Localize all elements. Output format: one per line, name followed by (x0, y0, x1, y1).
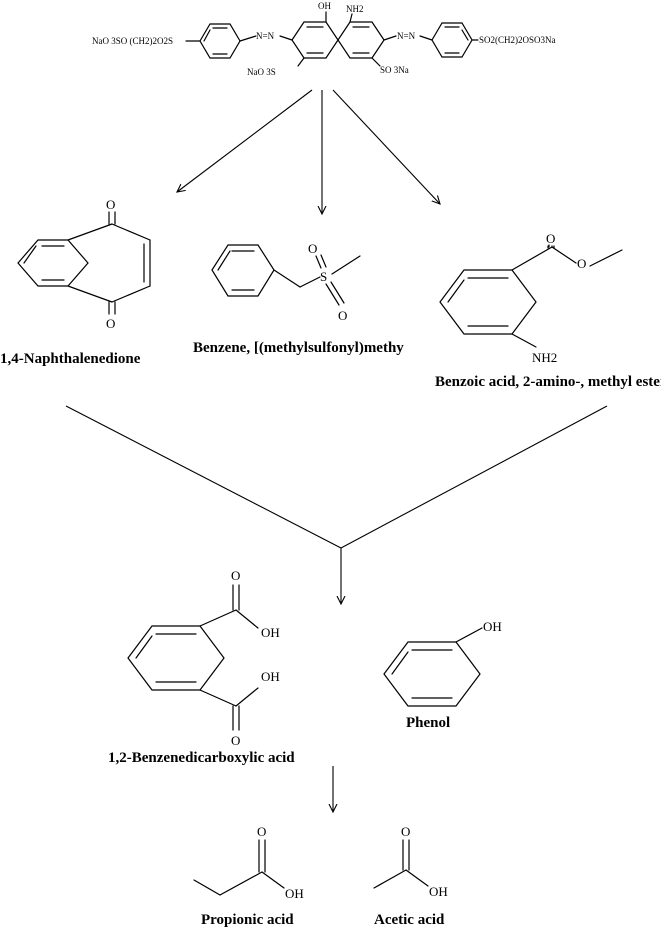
label-propionic-acid: Propionic acid (201, 912, 294, 928)
acetic-hydroxyl: OH (429, 884, 448, 899)
propionic-acid-structure: O OH (193, 824, 304, 901)
methyl-anthranilate-structure: O O NH2 (439, 231, 623, 365)
sulfonyl-oxygen-bottom: O (338, 308, 347, 323)
label-methyl-anthranilate: Benzoic acid, 2-amino-, methyl ester (435, 374, 661, 390)
dye-amino: NH2 (346, 4, 364, 14)
sulfonyl-oxygen-top: O (308, 241, 317, 256)
phthalic-oxygen-top: O (231, 568, 240, 583)
phthalic-acid-structure: O OH OH O (127, 568, 280, 748)
sulfur-atom: S (320, 269, 327, 284)
dye-hydroxyl: OH (318, 1, 331, 11)
acetic-carbonyl-oxygen: O (401, 824, 410, 839)
amino-group: NH2 (532, 350, 557, 365)
dye-sulfonate-right: SO 3Na (380, 65, 409, 75)
dye-right-phenyl-ring (431, 22, 473, 58)
parent-dye-structure: NaO 3SO (CH2)2O2S N=N OH NH2 (92, 1, 556, 77)
acetic-acid-structure: O OH (373, 824, 448, 899)
dye-azo-left: N=N (256, 31, 275, 41)
phthalic-hydroxyl-top: OH (261, 625, 280, 640)
naphthalenedione-oxygen-top: O (106, 197, 115, 212)
dye-left-phenyl-ring (199, 23, 241, 59)
phthalic-hydroxyl-bottom: OH (261, 669, 280, 684)
dye-azo-right: N=N (397, 31, 416, 41)
propionic-hydroxyl: OH (285, 886, 304, 901)
phenol-structure: OH (383, 619, 502, 707)
dye-sulfonate-left: NaO 3S (247, 67, 276, 77)
convergence-arrow (65, 405, 608, 604)
naphthalenedione-oxygen-bottom: O (106, 316, 115, 331)
methylsulfonylmethylbenzene-structure: S O O (211, 241, 361, 323)
label-methylsulfonylmethylbenzene: Benzene, [(methylsulfonyl)methy (193, 340, 404, 356)
dye-left-sulfonyl-group: NaO 3SO (CH2)2O2S (92, 36, 173, 46)
dye-right-sulfonyl-group: SO2(CH2)2OSO3Na (479, 35, 556, 45)
dye-naphthalene-core (291, 21, 385, 59)
ester-ether-oxygen: O (577, 256, 586, 271)
label-acetic-acid: Acetic acid (374, 912, 445, 928)
label-phenol: Phenol (406, 715, 450, 731)
arrows-stage1 (177, 89, 440, 214)
label-naphthalenedione: 1,4-Naphthalenedione (0, 351, 141, 367)
naphthalenedione-structure: O O (17, 197, 151, 331)
ester-carbonyl-oxygen: O (546, 231, 555, 246)
propionic-carbonyl-oxygen: O (257, 824, 266, 839)
label-phthalic-acid: 1,2-Benzenedicarboxylic acid (108, 750, 295, 766)
phenol-hydroxyl: OH (483, 619, 502, 634)
phthalic-oxygen-bottom: O (231, 733, 240, 748)
